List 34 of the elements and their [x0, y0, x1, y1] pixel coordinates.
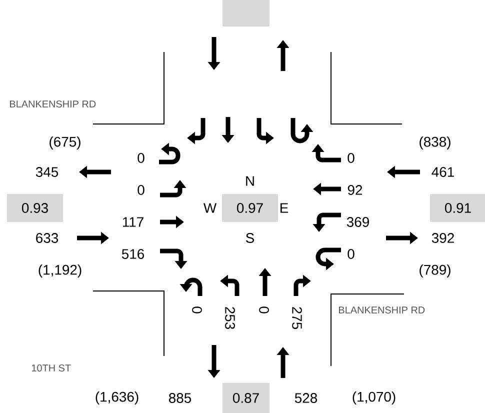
volume-number: 0: [138, 185, 144, 195]
compass-letter: E: [280, 203, 288, 213]
compass-letter: N: [246, 176, 254, 186]
volume-number: 0: [259, 306, 269, 314]
volume-number: 516: [122, 249, 144, 259]
volume-number: 528: [294, 393, 318, 403]
volume-number: (1,070): [352, 392, 396, 404]
volume-number: 0: [192, 306, 202, 314]
value-box: 0.97: [222, 194, 278, 222]
volume-number: 461: [432, 167, 454, 177]
volume-number: 117: [122, 217, 144, 227]
volume-number: 92: [348, 185, 362, 195]
value-box: 0.91: [430, 194, 485, 222]
street-name: 10TH ST: [32, 364, 71, 372]
volume-number: 885: [168, 393, 192, 403]
volume-number: 253: [225, 307, 235, 330]
volume-number: 275: [292, 307, 302, 330]
compass-letter: W: [203, 203, 217, 213]
volume-number: (1,636): [96, 392, 138, 404]
compass-letter: S: [246, 233, 254, 243]
volume-number: 345: [36, 167, 58, 177]
volume-number: (1,192): [38, 264, 82, 278]
volume-number: (838): [420, 136, 450, 150]
street-name: BLANKENSHIP RD: [10, 100, 96, 108]
volume-number: (789): [420, 264, 450, 278]
volume-number: (675): [50, 136, 80, 150]
volume-number: 369: [346, 217, 369, 227]
street-name: BLANKENSHIP RD: [339, 306, 425, 314]
volume-number: 0: [138, 153, 144, 163]
volume-number: 0: [348, 249, 354, 259]
volume-number: 0: [348, 153, 354, 163]
blank-box: [222, 0, 270, 26]
value-box: 0.87: [222, 383, 270, 413]
value-box: 0.93: [7, 194, 63, 222]
